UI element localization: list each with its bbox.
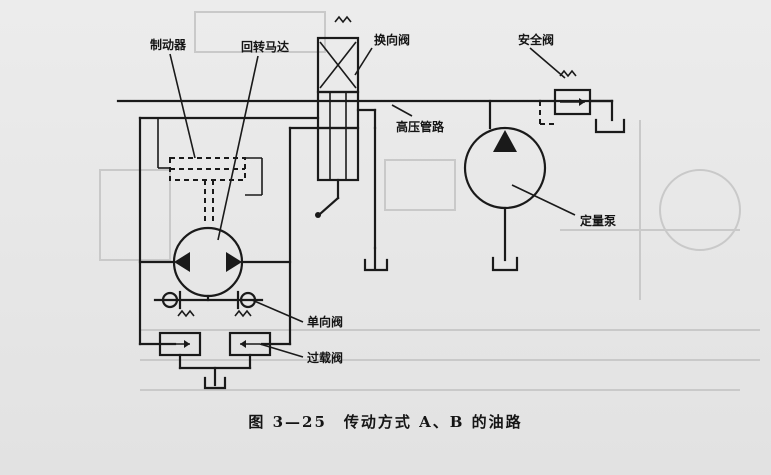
check-valves	[153, 290, 264, 310]
fixed-pump	[463, 99, 547, 272]
reversing-valve	[315, 15, 389, 272]
rotary-motor	[138, 226, 292, 302]
label-reversing-valve: 换向阀	[374, 32, 410, 47]
figure-caption: 图 3—25 传动方式 A、B 的油路	[248, 413, 523, 431]
leader-lines	[169, 47, 576, 358]
label-safety-valve: 安全阀	[518, 32, 554, 47]
overload-valves	[158, 309, 272, 390]
label-rotary-motor: 回转马达	[241, 39, 289, 54]
label-brake: 制动器	[150, 37, 187, 52]
bleed-through-marks	[99, 11, 760, 391]
label-high-pressure-line: 高压管路	[396, 119, 445, 134]
label-fixed-pump: 定量泵	[580, 213, 616, 228]
return-line	[138, 116, 377, 346]
label-check-valve: 单向阀	[307, 314, 343, 329]
label-overload-valve: 过载阀	[307, 350, 343, 365]
brake	[157, 118, 263, 225]
safety-valve	[539, 69, 626, 134]
